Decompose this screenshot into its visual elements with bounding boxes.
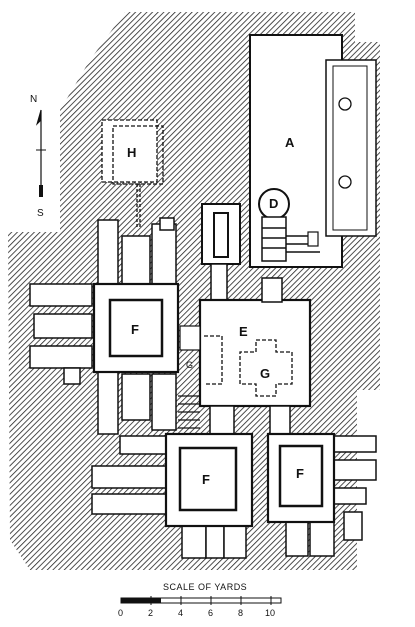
label-room-e: E [239, 324, 248, 339]
room-e-block [198, 298, 312, 408]
scale-tick-label: 2 [148, 608, 153, 618]
scale-tick-label: 4 [178, 608, 183, 618]
compass-south-label: S [37, 208, 44, 219]
room-a-annex [325, 59, 377, 237]
label-room-g-center: G [260, 366, 270, 381]
label-room-g-small: G [186, 360, 193, 370]
compass-north-label: N [30, 94, 37, 105]
room-f-south-inner [178, 446, 238, 512]
label-room-h: H [127, 145, 136, 160]
label-room-f-west: F [131, 322, 139, 337]
label-room-a: A [285, 135, 295, 150]
label-room-d: D [269, 196, 278, 211]
room-g-dashed-outline [239, 339, 293, 397]
scale-tick-label: 6 [208, 608, 213, 618]
scale-tick-label: 10 [265, 608, 275, 618]
label-room-f-east: F [296, 466, 304, 481]
west-chambers [29, 217, 177, 435]
east-chambers [285, 435, 377, 557]
column-base [338, 97, 352, 111]
south-chambers [91, 435, 247, 559]
scale-tick-label: 8 [238, 608, 243, 618]
scale-bar [120, 596, 282, 605]
room-h-outline [101, 119, 158, 183]
label-room-f-south: F [202, 472, 210, 487]
room-f-west-inner [108, 298, 164, 358]
room-f-east-inner [278, 444, 324, 508]
column-base [338, 175, 352, 189]
compass-arrow [35, 109, 46, 197]
scale-title: SCALE OF YARDS [163, 582, 247, 592]
scale-tick-label: 0 [118, 608, 123, 618]
